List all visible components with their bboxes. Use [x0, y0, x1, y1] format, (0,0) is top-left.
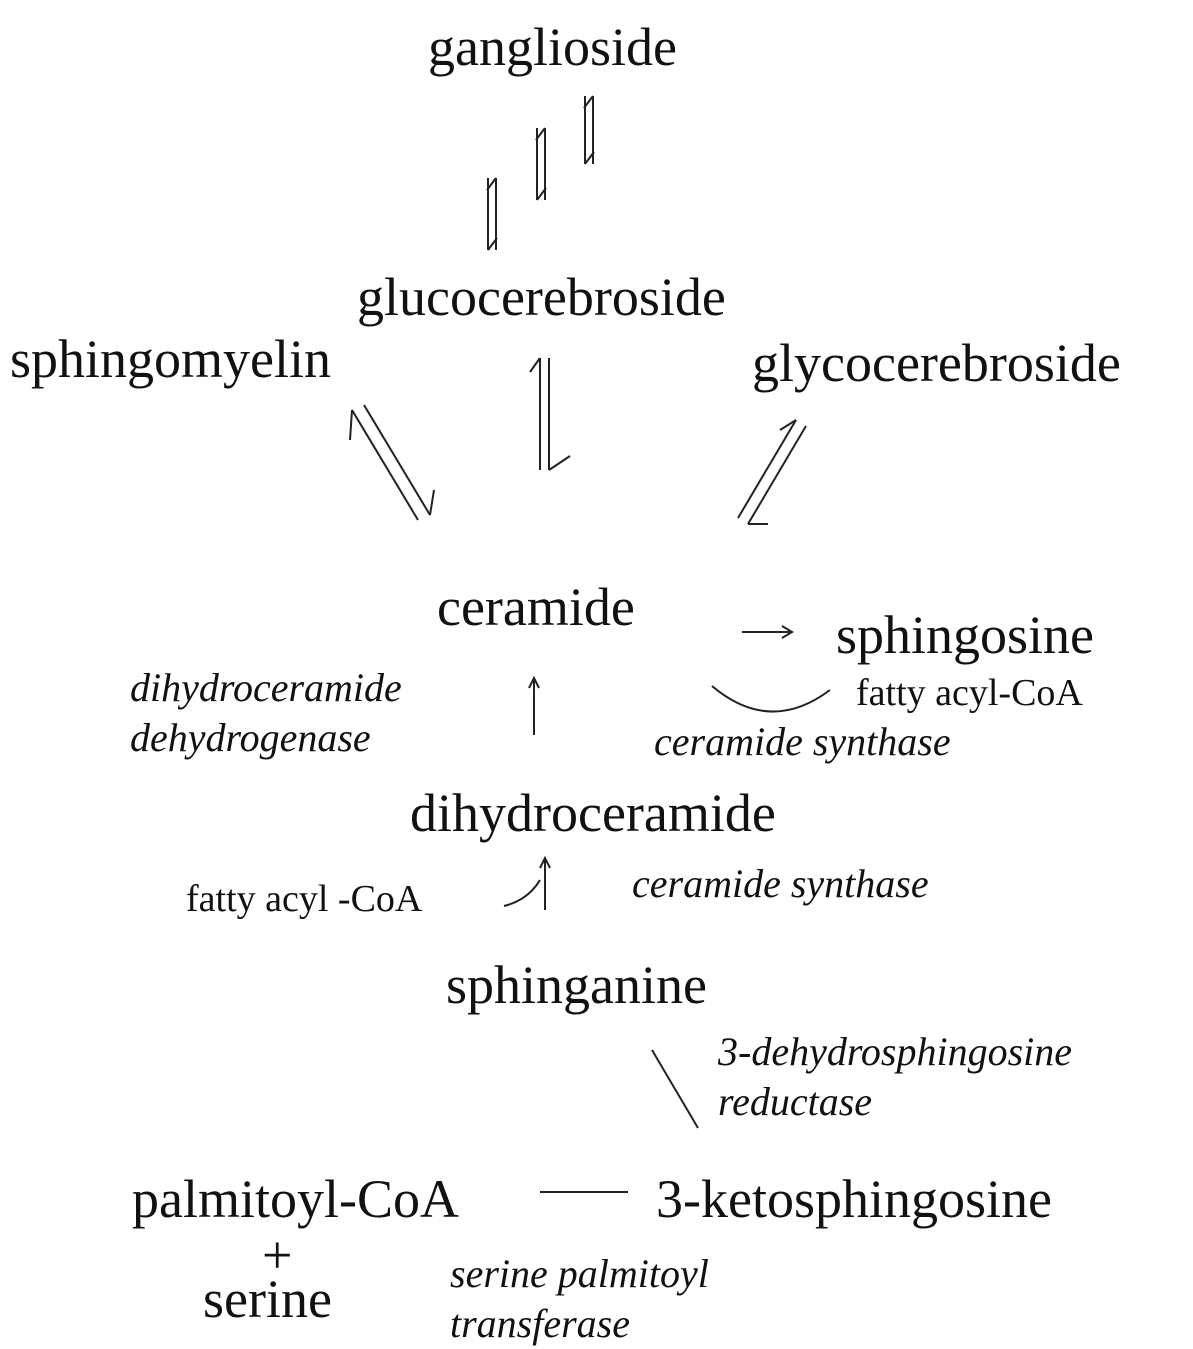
equilibrium-arrow-glycocerebroside [737, 419, 807, 525]
arrow-ketosphingosine-to-sphinganine [651, 1049, 699, 1129]
node-sphingomyelin: sphingomyelin [10, 329, 331, 389]
cofactor-fatty-acyl-coa-upper: fatty acyl-CoA [856, 672, 1083, 714]
enzyme-3-dehydrosphingosine-reductase-line1: 3-dehydrosphingosine [718, 1029, 1073, 1074]
enzyme-ceramide-synthase-lower: ceramide synthase [632, 861, 929, 906]
node-glucocerebroside: glucocerebroside [357, 267, 726, 327]
curved-arrow-upper-acyl-coa [711, 685, 831, 713]
node-serine: serine [203, 1269, 332, 1329]
equilibrium-arrow-ganglioside-1 [486, 177, 498, 251]
node-3-ketosphingosine: 3-ketosphingosine [656, 1169, 1052, 1229]
node-palmitoyl-coa: palmitoyl-CoA [132, 1169, 459, 1229]
node-dihydroceramide: dihydroceramide [410, 783, 776, 843]
enzyme-3-dehydrosphingosine-reductase-line2: reductase [718, 1079, 873, 1124]
enzyme-serine-palmitoyl-transferase-line2: transferase [450, 1301, 630, 1346]
node-sphinganine: sphinganine [446, 955, 707, 1015]
equilibrium-arrow-glucocerebroside [529, 357, 571, 471]
cofactor-fatty-acyl-coa-lower: fatty acyl -CoA [186, 878, 423, 920]
arrow-dihydroceramide-to-ceramide [528, 675, 540, 735]
enzyme-dihydroceramide-dehydrogenase-line2: dehydrogenase [130, 715, 371, 760]
enzyme-serine-palmitoyl-transferase-line1: serine palmitoyl [450, 1251, 709, 1296]
node-glycocerebroside: glycocerebroside [752, 333, 1121, 393]
enzyme-dihydroceramide-dehydrogenase-line1: dihydroceramide [130, 665, 402, 710]
node-ceramide: ceramide [437, 577, 635, 637]
enzyme-ceramide-synthase-upper: ceramide synthase [654, 719, 951, 764]
arrow-sphinganine-to-dihydroceramide [503, 855, 551, 910]
equilibrium-arrow-ganglioside-2 [535, 127, 547, 201]
plus-sign: + [262, 1225, 293, 1285]
node-sphingosine: sphingosine [836, 605, 1095, 665]
arrow-ceramide-to-sphingosine [742, 625, 794, 639]
node-ganglioside: ganglioside [428, 17, 677, 77]
equilibrium-arrow-ganglioside-3 [583, 95, 595, 165]
equilibrium-arrow-sphingomyelin [349, 404, 435, 521]
